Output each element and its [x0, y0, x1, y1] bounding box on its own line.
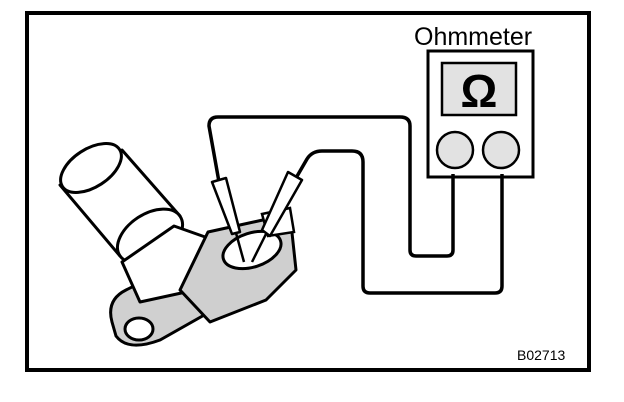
meter-label: Ohmmeter: [414, 23, 532, 51]
test-lead-right: [294, 149, 504, 295]
sensor-tip: [59, 142, 123, 194]
sensor-bolt-hole: [123, 316, 155, 342]
meter-terminal-right: [481, 130, 521, 170]
ohm-symbol: Ω: [461, 65, 498, 117]
probe-left: [210, 176, 246, 263]
meter-terminal-left: [435, 130, 475, 170]
test-lead-left: [207, 115, 455, 258]
figure-code: B02713: [517, 347, 565, 363]
probe-right: [250, 170, 304, 263]
ohmmeter: Ω: [426, 49, 535, 179]
ohmmeter-display: [440, 61, 518, 117]
